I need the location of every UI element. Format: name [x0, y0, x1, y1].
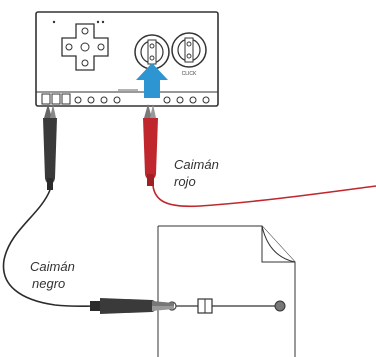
click-label: CLICK: [182, 71, 197, 77]
red-clip-label-line1: Caimán: [174, 157, 219, 172]
red-clip: [143, 104, 158, 186]
dpad-icon: [61, 23, 109, 71]
black-clip-top: [43, 104, 57, 190]
board-pins: [41, 93, 210, 105]
paper-sheet: [157, 225, 296, 357]
black-clip-bottom: [90, 298, 174, 314]
black-wire: [2, 189, 101, 308]
red-wire: [152, 185, 376, 208]
black-clip-label: Caimán negro: [30, 259, 75, 291]
click-button: CLICK: [171, 32, 207, 77]
controller-board: CLICK: [35, 11, 219, 107]
space-button: [134, 34, 170, 70]
black-clip-label-line2: negro: [32, 276, 65, 291]
red-clip-label: Caimán rojo: [174, 157, 219, 189]
red-clip-label-line2: rojo: [174, 174, 196, 189]
black-clip-label-line1: Caimán: [30, 259, 75, 274]
graphite-circuit: [167, 298, 286, 314]
arrow-up-icon: [136, 63, 168, 98]
